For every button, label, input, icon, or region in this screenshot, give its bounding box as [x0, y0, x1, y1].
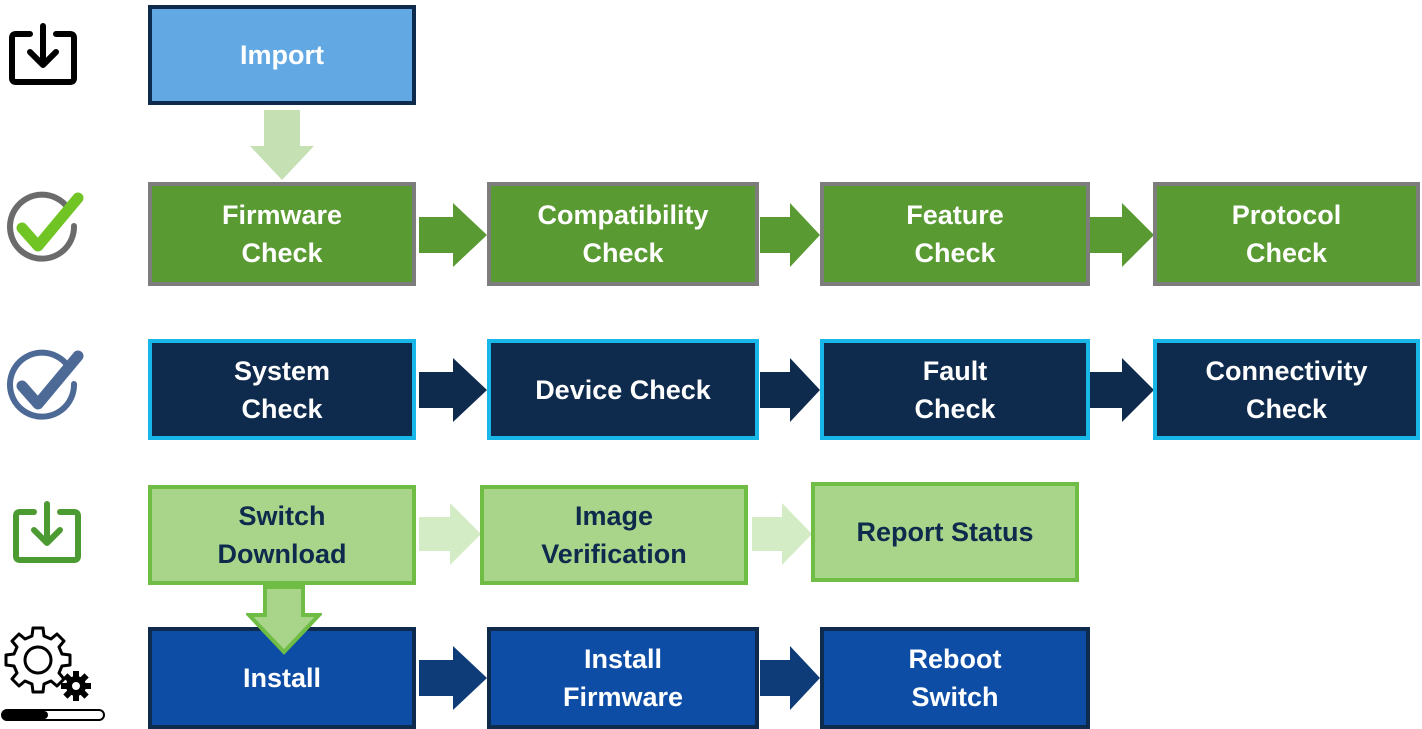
gears-progress-icon	[1, 626, 105, 721]
step-label: Connectivity Check	[1205, 355, 1368, 424]
step-label: Device Check	[535, 374, 711, 405]
step-label: Fault Check	[914, 355, 996, 424]
install-firmware-step: Install Firmware	[487, 627, 759, 729]
image-verification-step: Image Verification	[480, 485, 748, 585]
report-status-step: Report Status	[811, 482, 1079, 582]
system-check-step: System Check	[148, 339, 416, 440]
right-arrow	[419, 203, 487, 267]
down-arrow	[246, 585, 322, 655]
import-step: Import	[148, 5, 416, 105]
blue-check-circle-icon	[7, 349, 84, 420]
firmware-check-step: Firmware Check	[148, 182, 416, 286]
step-label: Install	[242, 663, 322, 693]
step-label: Image Verification	[541, 501, 687, 569]
down-arrow	[250, 110, 314, 180]
step-label: Report Status	[856, 517, 1034, 547]
right-arrow	[419, 646, 487, 710]
right-arrow	[760, 646, 820, 710]
step-label: Compatibility Check	[537, 200, 709, 268]
protocol-check-step: Protocol Check	[1153, 182, 1420, 286]
right-arrow	[419, 358, 487, 422]
step-label: Install Firmware	[562, 644, 684, 712]
step-label: Reboot Switch	[908, 644, 1002, 712]
step-label: Feature Check	[906, 200, 1004, 268]
step-label: System Check	[233, 355, 331, 424]
step-label: Protocol Check	[1231, 200, 1342, 268]
step-label: Switch Download	[217, 501, 347, 569]
right-arrow	[419, 503, 481, 565]
right-arrow	[1090, 203, 1154, 267]
green-check-circle-icon	[7, 191, 84, 262]
right-arrow	[760, 203, 820, 267]
right-arrow	[752, 503, 812, 565]
switch-download-step: Switch Download	[148, 485, 416, 585]
fault-check-step: Fault Check	[820, 339, 1090, 440]
step-label: Import	[240, 40, 324, 70]
compatibility-check-step: Compatibility Check	[487, 182, 759, 286]
right-arrow	[1090, 358, 1154, 422]
feature-check-step: Feature Check	[820, 182, 1090, 286]
device-check-step: Device Check	[487, 339, 759, 440]
right-arrow	[760, 358, 820, 422]
download-tray-icon	[13, 501, 81, 563]
download-tray-icon	[9, 23, 77, 85]
step-label: Firmware Check	[221, 200, 343, 268]
reboot-switch-step: Reboot Switch	[820, 627, 1090, 729]
connectivity-check-step: Connectivity Check	[1153, 339, 1420, 440]
